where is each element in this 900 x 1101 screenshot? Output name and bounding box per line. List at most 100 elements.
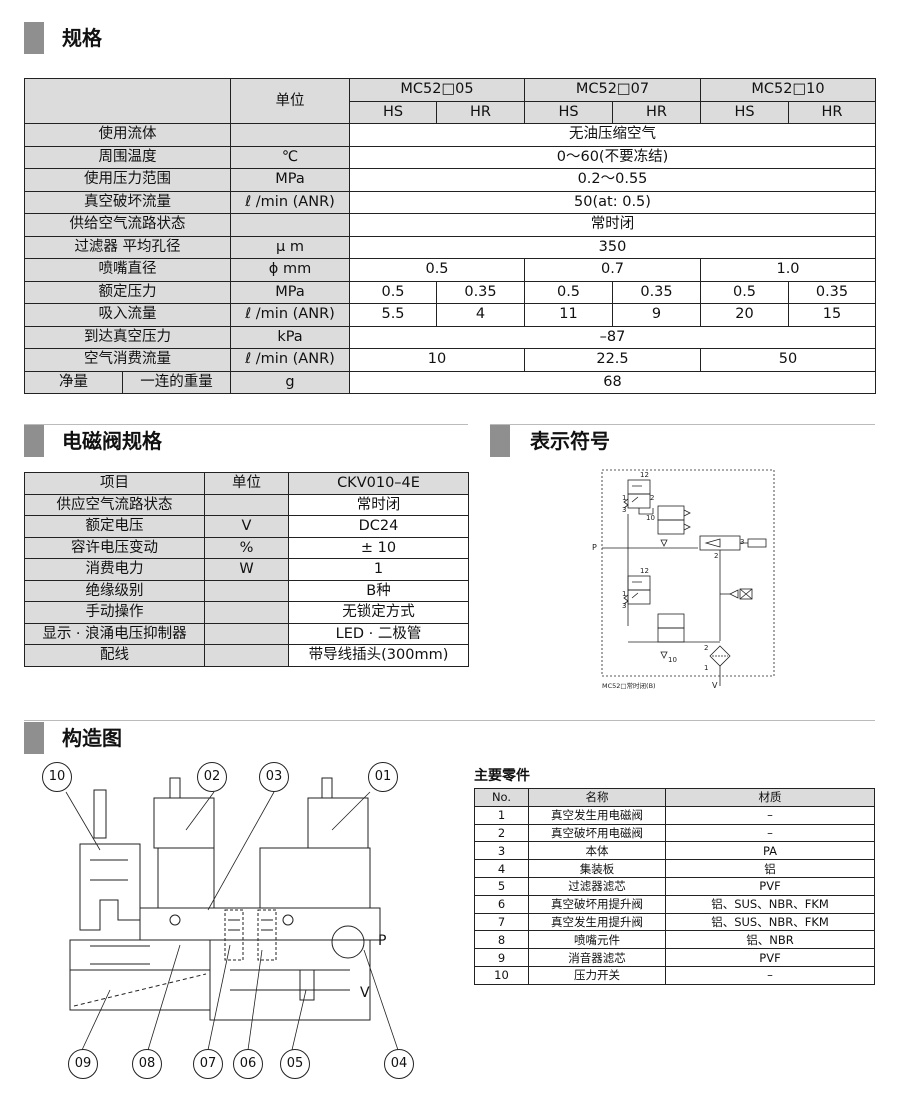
callout-02: 02 [197,762,227,792]
callout-08: 08 [132,1049,162,1079]
row-value: –87 [349,325,876,349]
row-label: 空气消费流量 [24,348,231,372]
manifold-part [209,939,371,1021]
symbol-port-v: V [712,681,718,690]
sub-header: HS [700,100,789,124]
callout-03: 03 [259,762,289,792]
port-number: 10 [668,656,677,664]
row-unit: g [230,370,350,394]
table-row: 配线 带导线插头(300mm) [24,644,469,667]
row-unit [204,601,289,624]
structure-port-p: P [378,933,387,949]
row-label: 显示 · 浪涌电压抑制器 [24,622,205,645]
row-unit: ℓ /min (ANR) [230,303,350,327]
supply-line [602,514,698,626]
sub-header: HS [349,100,437,124]
section-rule [490,424,875,425]
table-row: 9 消音器滤芯 PVF [474,948,875,967]
header-no: No. [474,788,529,807]
part-material: – [665,823,875,843]
row-value: 50(at: 0.5) [349,190,876,214]
port-number: 12 [640,567,649,575]
row-label: 额定压力 [24,280,231,304]
row-label: 手动操作 [24,601,205,624]
part-no: 5 [474,876,529,896]
vacuum-gen-poppet-symbol [657,505,691,547]
part-material: PA [665,841,875,861]
row-value: 无油压缩空气 [349,123,876,147]
spec-row: 使用流体 无油压缩空气 [24,123,876,147]
table-row: 绝缘级别 B种 [24,579,469,602]
nozzle-muffler-part [69,939,211,1011]
row-unit: MPa [230,280,350,304]
callout-07: 07 [193,1049,223,1079]
row-label: 一连的重量 [122,370,231,394]
row-unit: W [204,558,289,581]
row-label: 供应空气流路状态 [24,493,205,516]
vacuum-gen-solenoid-part [259,777,371,909]
model-header: MC52□07 [524,78,701,102]
section-rule [24,720,875,721]
row-label: 周围温度 [24,145,231,169]
row-value: 0.5 [349,280,437,304]
part-name: 压力开关 [528,965,666,985]
spec-section-title: 规格 [62,26,102,50]
callout-06: 06 [233,1049,263,1079]
row-value: 20 [700,303,789,327]
spec-row: 喷嘴直径 ϕ mm 0.5 0.7 1.0 [24,258,876,282]
section-marker [24,425,44,457]
row-value: 350 [349,235,876,259]
port-number: 10 [646,514,655,522]
part-no: 1 [474,805,529,825]
row-label: 使用流体 [24,123,231,147]
sub-header: HS [524,100,613,124]
row-label: 消费电力 [24,558,205,581]
part-material: – [665,805,875,825]
callout-09: 09 [68,1049,98,1079]
row-value: 0.35 [436,280,525,304]
sub-header: HR [436,100,525,124]
row-value: B种 [288,579,469,602]
row-value: 0.35 [788,280,876,304]
body-part [139,907,381,959]
structure-section-title: 构造图 [62,726,122,750]
header-model: CKV010–4E [288,472,469,495]
row-value: 10 [349,348,525,372]
port-number: 2 [714,552,718,560]
part-name: 消音器滤芯 [528,948,666,967]
row-value: 带导线插头(300mm) [288,644,469,667]
row-value: 0.2～0.55 [349,168,876,192]
vacuum-gen-solenoid-symbol [623,479,654,515]
spec-unit-header: 单位 [230,78,350,124]
part-material: – [665,965,875,985]
pressure-switch-symbol [720,588,753,600]
row-value: 9 [612,303,701,327]
table-row: 3 本体 PA [474,841,875,861]
table-row: 手动操作 无锁定方式 [24,601,469,624]
row-unit: % [204,536,289,559]
part-no: 4 [474,859,529,878]
solenoid-table: 项目 单位 CKV010–4E 供应空气流路状态 常时闭 额定电压 V DC24… [24,472,469,667]
table-row: 额定电压 V DC24 [24,515,469,538]
part-no: 9 [474,948,529,967]
filter-symbol [709,645,731,686]
port-number: 3 [740,538,744,546]
vacuum-break-solenoid-symbol [623,575,651,605]
row-label: 供给空气流路状态 [24,213,231,237]
poppet-parts [224,909,277,961]
row-unit [204,644,289,667]
row-value: 0.7 [524,258,701,282]
row-value: DC24 [288,515,469,538]
ejector-symbol [699,535,767,641]
row-value: 0.5 [349,258,525,282]
row-label: 到达真空压力 [24,325,231,349]
row-value: 0～60(不要冻结) [349,145,876,169]
sub-header: HR [788,100,876,124]
callout-01: 01 [368,762,398,792]
row-value: 15 [788,303,876,327]
sub-header: HR [612,100,701,124]
spec-row: 周围温度 ℃ 0～60(不要冻结) [24,145,876,169]
row-label: 额定电压 [24,515,205,538]
row-value: 常时闭 [288,493,469,516]
row-value: 4 [436,303,525,327]
